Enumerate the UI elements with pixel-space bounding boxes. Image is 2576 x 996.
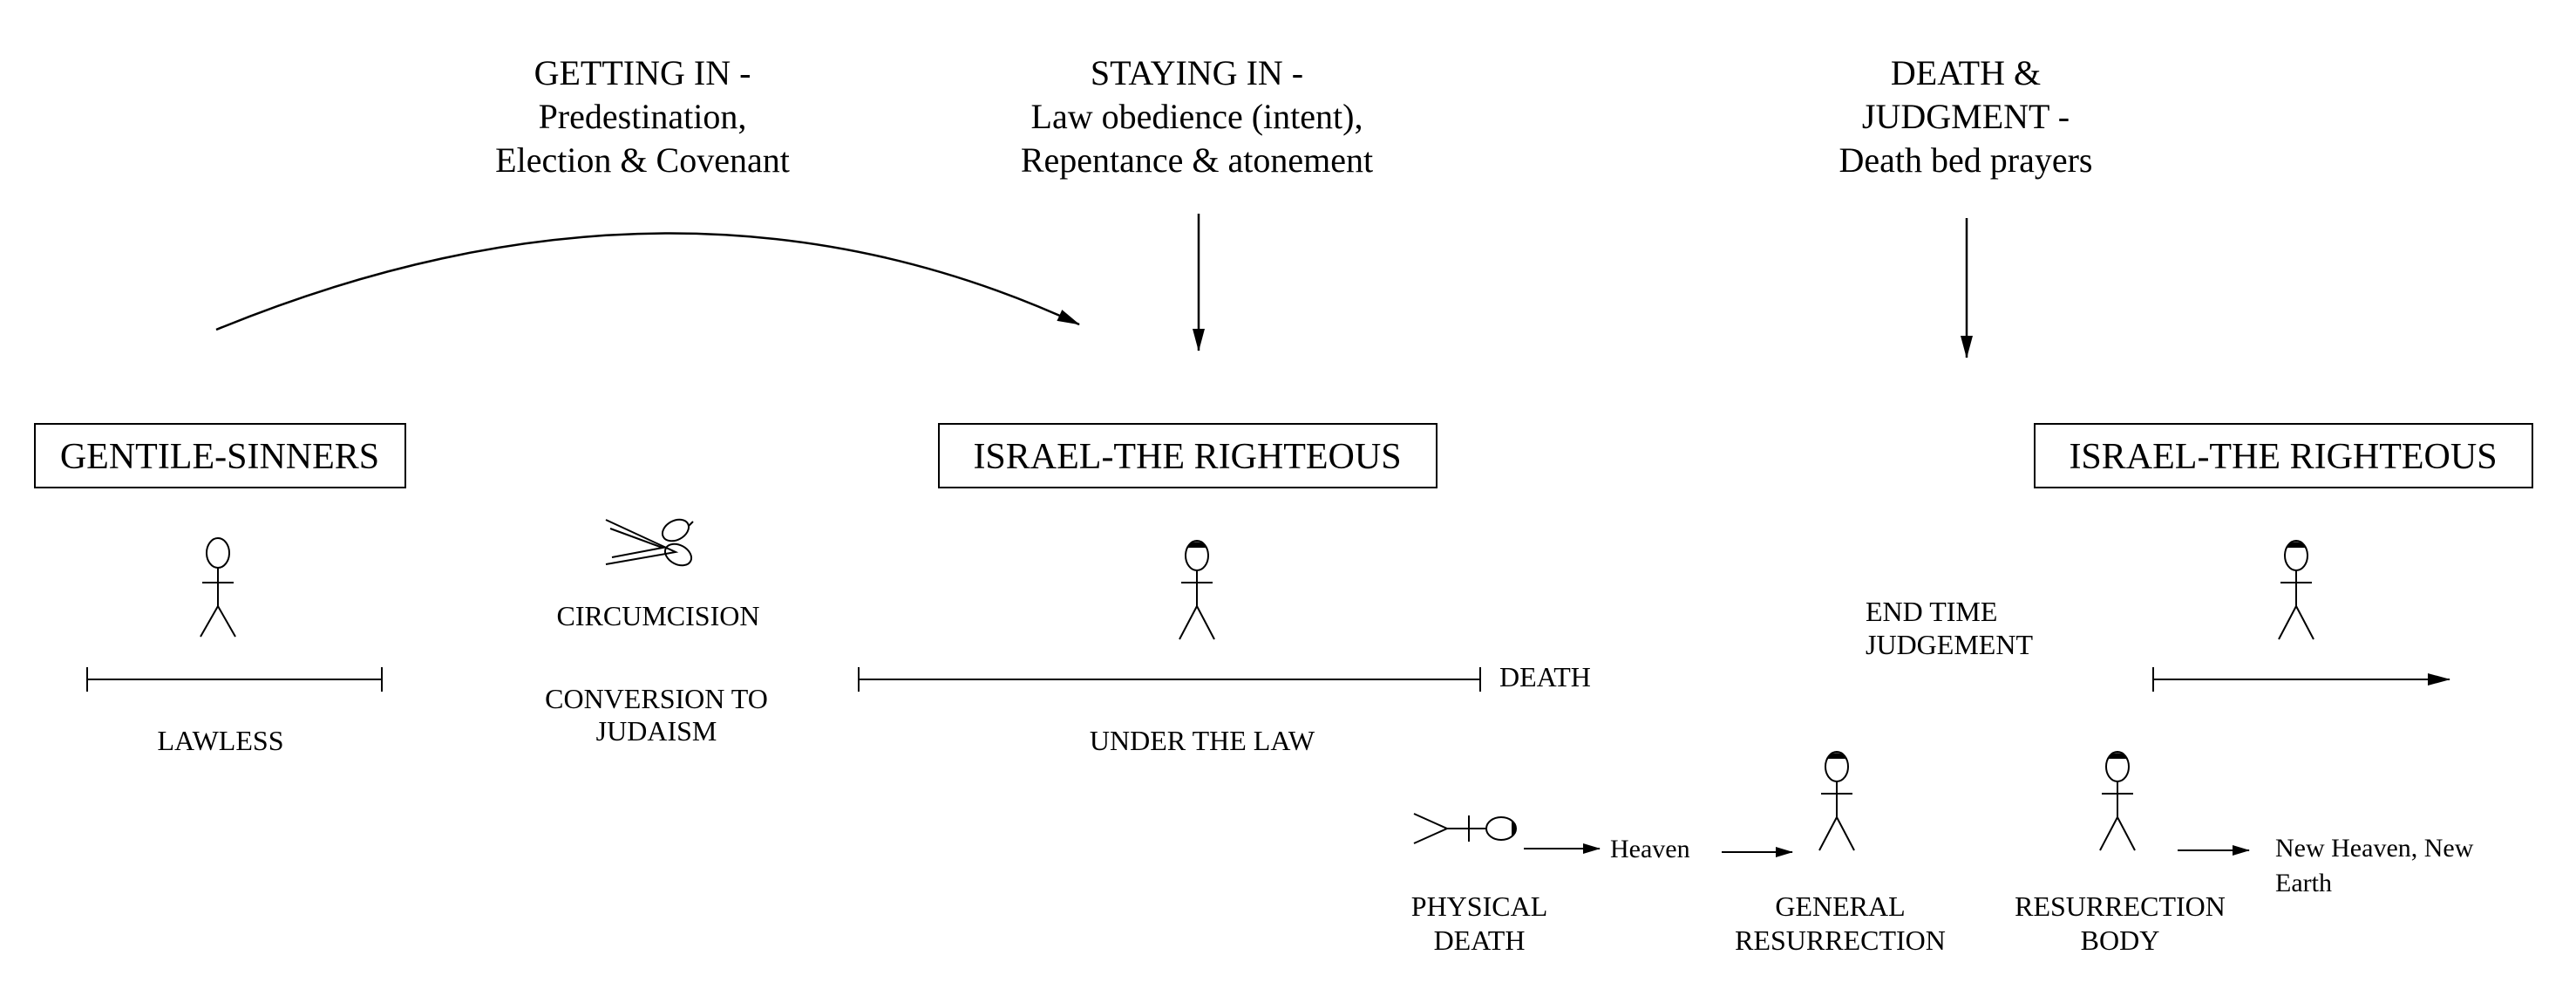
- label-new-heaven-line-1: New Heaven, New: [2275, 834, 2474, 863]
- box-israel-righteous-1: ISRAEL-THE RIGHTEOUS: [938, 423, 1438, 488]
- stick-figure-resurrection-body: [2099, 751, 2136, 851]
- box-gentile-sinners: GENTILE-SINNERS: [34, 423, 406, 488]
- box-israel-righteous-1-label: ISRAEL-THE RIGHTEOUS: [973, 437, 1401, 477]
- header-death-judgment-line-3: Death bed prayers: [1839, 140, 2093, 180]
- label-conversion-line-1: CONVERSION TO: [545, 683, 768, 714]
- header-getting-in-line-3: Election & Covenant: [495, 140, 790, 180]
- header-getting-in-line-2: Predestination,: [539, 97, 747, 136]
- timeline-eternal: [2152, 667, 2450, 692]
- header-death-judgment-line-2: JUDGMENT -: [1862, 97, 2070, 136]
- stick-figure-lying-dead: [1413, 813, 1517, 844]
- label-resurrection-body-line-1: RESURRECTION: [2015, 890, 2226, 922]
- label-physical-death-line-2: DEATH: [1434, 924, 1526, 956]
- header-getting-in: GETTING IN - Predestination, Election & …: [495, 53, 790, 180]
- label-lawless: LAWLESS: [158, 725, 284, 756]
- label-new-heaven-line-2: Earth: [2275, 869, 2332, 897]
- box-gentile-sinners-label: GENTILE-SINNERS: [60, 437, 379, 477]
- stick-figure-gentile: [200, 537, 236, 638]
- header-death-judgment-line-1: DEATH &: [1891, 53, 2041, 92]
- label-end-time-line-1: END TIME: [1866, 596, 1997, 627]
- label-heaven: Heaven: [1610, 835, 1690, 863]
- scissors-icon: [605, 518, 694, 567]
- label-conversion-line-2: JUDAISM: [596, 715, 717, 747]
- header-staying-in-line-3: Repentance & atonement: [1021, 140, 1373, 180]
- box-israel-righteous-2-label: ISRAEL-THE RIGHTEOUS: [2069, 437, 2497, 477]
- label-under-the-law: UNDER THE LAW: [1090, 725, 1315, 756]
- box-israel-righteous-2: ISRAEL-THE RIGHTEOUS: [2034, 423, 2533, 488]
- label-death: DEATH: [1499, 661, 1591, 692]
- stick-figure-israel-1: [1179, 540, 1215, 640]
- header-death-judgment: DEATH & JUDGMENT - Death bed prayers: [1839, 53, 2093, 180]
- label-physical-death-line-1: PHYSICAL: [1411, 890, 1547, 922]
- stick-figure-israel-2: [2278, 540, 2314, 640]
- getting-in-curved-arrow: [215, 232, 1080, 331]
- header-staying-in-line-1: STAYING IN -: [1091, 53, 1303, 92]
- header-getting-in-line-1: GETTING IN -: [534, 53, 751, 92]
- timeline-lawless: [86, 667, 383, 692]
- stick-figure-general-resurrection: [1818, 751, 1855, 851]
- label-circumcision: CIRCUMCISION: [557, 600, 760, 631]
- label-end-time-line-2: JUDGEMENT: [1866, 629, 2033, 660]
- label-general-resurrection-line-1: GENERAL: [1775, 890, 1905, 922]
- label-resurrection-body-line-2: BODY: [2081, 924, 2160, 956]
- label-general-resurrection-line-2: RESURRECTION: [1735, 924, 1946, 956]
- timeline-under-the-law: [858, 667, 1481, 692]
- header-staying-in-line-2: Law obedience (intent),: [1031, 97, 1363, 136]
- header-staying-in: STAYING IN - Law obedience (intent), Rep…: [1021, 53, 1373, 180]
